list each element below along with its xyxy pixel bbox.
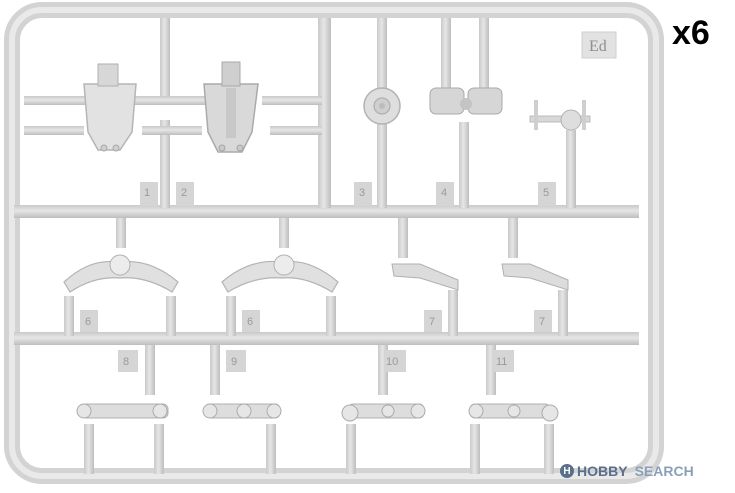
sprue-tag-label: Ed xyxy=(589,38,607,55)
sprue-tag: Ed xyxy=(581,31,617,59)
part-4-twin-drum xyxy=(429,18,503,208)
part-number-labels: 1 2 3 4 5 6 6 7 7 8 9 10 11 xyxy=(85,187,549,368)
part-6-arms xyxy=(63,218,339,336)
quantity-label: x6 xyxy=(672,14,710,52)
part-number: 10 xyxy=(386,356,398,368)
part-number: 6 xyxy=(247,316,253,328)
part-1-2-housings xyxy=(24,18,322,208)
watermark-brand: HOBBY xyxy=(577,463,628,479)
part-5-axle xyxy=(529,100,591,208)
part-number: 11 xyxy=(496,356,507,368)
runner-bars xyxy=(14,18,639,345)
part-number: 1 xyxy=(144,187,150,199)
watermark: H HOBBY SEARCH xyxy=(560,463,694,479)
part-number: 3 xyxy=(359,187,365,199)
part-number: 6 xyxy=(85,316,91,328)
part-number: 4 xyxy=(441,187,447,199)
part-number: 2 xyxy=(181,187,187,199)
part-number: 7 xyxy=(539,316,545,328)
part-number: 5 xyxy=(543,187,549,199)
watermark-word: SEARCH xyxy=(634,463,694,479)
part-8-11-links xyxy=(76,345,559,474)
part-number: 7 xyxy=(429,316,435,328)
part-number: 9 xyxy=(231,356,237,368)
part-3-wheel xyxy=(354,18,401,208)
part-number: 8 xyxy=(123,356,129,368)
part-7-brackets xyxy=(391,218,569,336)
hobby-search-logo-icon: H xyxy=(560,464,574,478)
